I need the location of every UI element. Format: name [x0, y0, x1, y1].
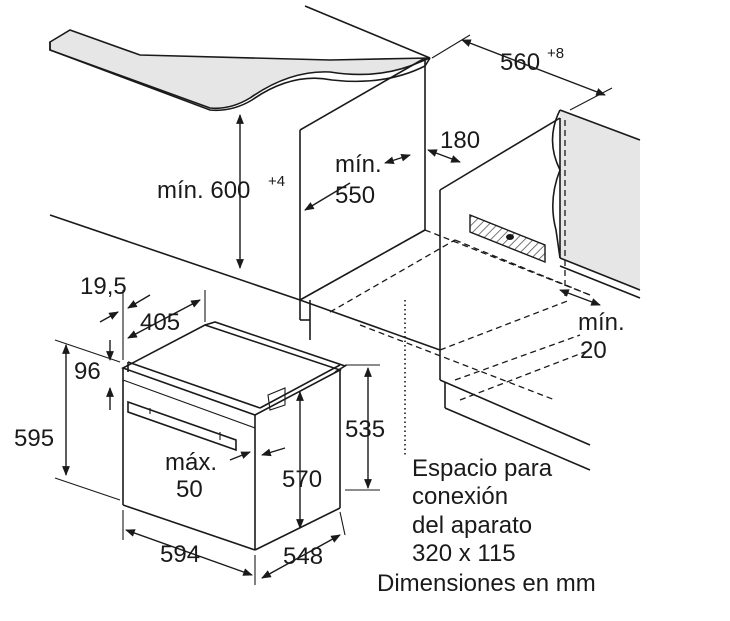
label-560-value: 560	[500, 49, 540, 76]
label-min-600: mín. 600 +4	[157, 173, 285, 204]
cabinet-niche	[49, 57, 591, 471]
label-min-20-line2: 20	[580, 337, 607, 364]
oven	[121, 321, 347, 551]
label-180: 180	[440, 127, 480, 154]
note-line3: del aparato	[412, 512, 532, 539]
label-max-50-line1: máx.	[165, 449, 217, 476]
label-594: 594	[160, 541, 200, 568]
label-min-550-line2: 550	[335, 182, 375, 209]
label-min-20-line1: mín.	[578, 309, 625, 336]
label-405: 405	[140, 309, 180, 336]
label-560: 560 +8	[500, 45, 564, 76]
label-min-600-text: mín. 600	[157, 177, 250, 204]
dimension-lines	[54, 34, 613, 585]
note-line4: 320 x 115	[412, 540, 516, 567]
label-560-superscript: +8	[547, 45, 564, 62]
label-595: 595	[14, 425, 54, 452]
note-line1: Espacio para	[412, 455, 553, 482]
label-19-5: 19,5	[80, 273, 127, 300]
countertop	[49, 5, 431, 112]
label-535: 535	[345, 416, 385, 443]
label-96: 96	[74, 358, 101, 385]
label-min-600-superscript: +4	[268, 173, 285, 190]
note-line2: conexión	[412, 483, 508, 510]
connection-space	[469, 213, 546, 264]
hidden-lines	[299, 120, 591, 401]
label-570: 570	[282, 466, 322, 493]
label-min-550-line1: mín.	[335, 151, 382, 178]
connection-note: Espacio para conexión del aparato 320 x …	[412, 455, 553, 567]
label-548: 548	[283, 543, 323, 570]
label-max-50-line2: 50	[176, 476, 203, 503]
units-label: Dimensiones en mm	[377, 570, 596, 597]
